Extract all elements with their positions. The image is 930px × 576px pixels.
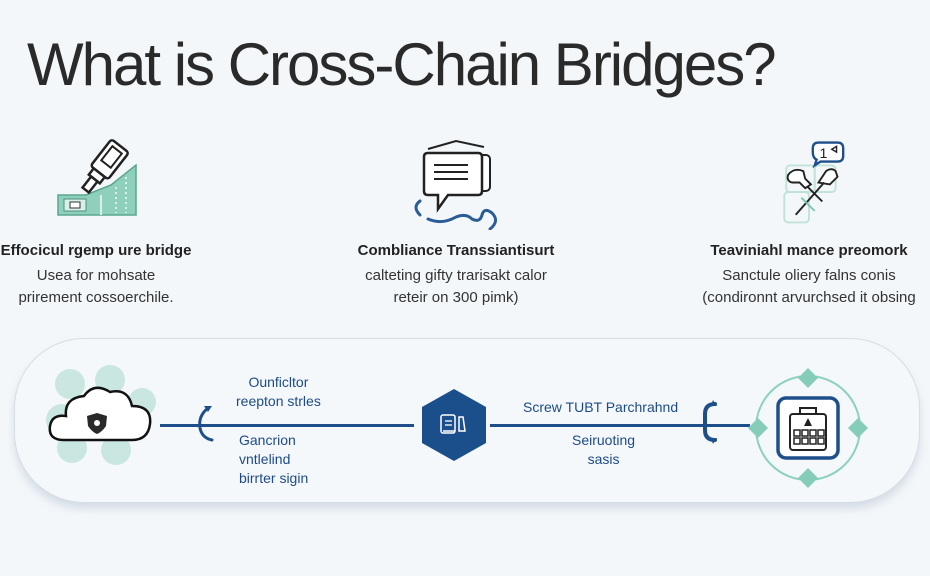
feature-desc-line: (condironnt arvurchsed it obsing	[702, 289, 916, 306]
flow-label-bottom-right: Seiruoting sasis	[572, 431, 635, 469]
feature-description: Usea for mohsate prirement cossoerchile.	[0, 265, 246, 309]
flow-label-line: reepton strles	[236, 393, 321, 409]
hand-sanitizer-on-circuit-icon	[57, 139, 137, 216]
feature-title: Teaviniahl mance preomork	[710, 242, 908, 259]
feature-desc-line: calteting gifty trarisakt calor	[365, 267, 547, 284]
flow-label-top-left: Ounficltor reepton strles	[236, 373, 321, 411]
bidirectional-arrow-icon-right[interactable]	[697, 398, 721, 446]
feature-desc-line: prirement cossoerchile.	[18, 289, 174, 306]
feature-description: calteting gifty trarisakt calor reteir o…	[306, 265, 606, 309]
wrench-tools-icon: 1	[783, 141, 845, 224]
feature-card-3: 1 Teaviniahl mance preomork Sanctule oli…	[659, 135, 930, 309]
secure-vault-icon[interactable]	[744, 366, 872, 490]
feature-desc-line: Sanctule oliery falns conis	[722, 267, 896, 284]
hexagon-documents-icon[interactable]	[419, 387, 489, 463]
flow-connector-left	[160, 424, 414, 427]
bidirectional-arrow-icon-left[interactable]	[194, 402, 218, 446]
feature-card-2: Combliance Transsiantisurt calteting gif…	[306, 135, 606, 309]
flow-label-line: birrter sigin	[239, 470, 309, 486]
flow-label-line: sasis	[587, 451, 620, 467]
chat-bubble-document-icon	[414, 139, 497, 230]
feature-desc-line: reteir on 300 pimk)	[393, 289, 519, 306]
cloud-shield-icon	[46, 365, 156, 465]
feature-title: Combliance Transsiantisurt	[357, 242, 555, 259]
flow-label-bottom-left: Gancrion vntlelind birrter sigin	[239, 431, 308, 488]
flow-label-top-right: Screw TUBT Parchrahnd	[523, 399, 679, 415]
flow-label-line: vntlelind	[239, 451, 291, 467]
page-title: What is Cross-Chain Bridges?	[27, 31, 777, 98]
feature-description: Sanctule oliery falns conis (condironnt …	[659, 265, 930, 309]
feature-title: Effocicul rgemp ure bridge	[0, 242, 192, 259]
flow-label-line: Ounficltor	[248, 374, 309, 390]
flow-label-line: Seiruoting	[572, 432, 636, 448]
flow-connector-right	[490, 424, 750, 427]
feature-desc-line: Usea for mohsate	[36, 267, 156, 284]
flow-label-line: Gancrion	[239, 432, 296, 448]
badge-count: 1	[819, 146, 827, 162]
feature-card-1: Effocicul rgemp ure bridge Usea for mohs…	[0, 135, 246, 309]
